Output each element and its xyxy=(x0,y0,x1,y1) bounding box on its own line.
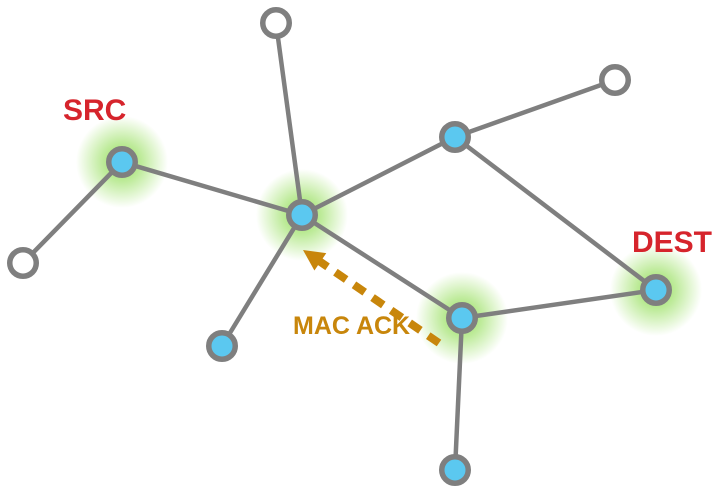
edge-hub-relay xyxy=(299,212,465,321)
edge-mid-leaf-top-right xyxy=(452,77,618,140)
node-leaf-left xyxy=(7,247,39,279)
edge-relay-leaf-bottom xyxy=(452,315,465,473)
mac-ack-arrow-shaft xyxy=(316,257,442,347)
node-dest xyxy=(640,274,672,306)
edge-hub-mid xyxy=(299,134,458,218)
node-layer xyxy=(7,7,672,486)
edge-relay-dest xyxy=(459,287,659,321)
edge-src-hub xyxy=(119,159,305,218)
node-leaf-bottom xyxy=(439,454,471,486)
node-mid xyxy=(439,121,471,153)
edge-mid-dest xyxy=(452,134,659,293)
mac-ack-label: MAC ACK xyxy=(293,312,411,340)
node-hub xyxy=(286,199,318,231)
node-leaf-top-right xyxy=(599,64,631,96)
node-relay xyxy=(446,302,478,334)
node-leaf-top xyxy=(260,7,292,39)
edge-hub-leaf-bottom-left xyxy=(219,212,305,349)
edge-src-leaf-left xyxy=(20,159,125,266)
edge-layer xyxy=(20,20,659,473)
edge-hub-leaf-top xyxy=(273,20,305,218)
src-label: SRC xyxy=(63,94,127,127)
node-leaf-bottom-left xyxy=(206,330,238,362)
dest-label: DEST xyxy=(632,226,713,259)
mac-ack-arrowhead-icon xyxy=(303,250,327,271)
mac-ack-arrow xyxy=(303,250,442,347)
node-src xyxy=(106,146,138,178)
